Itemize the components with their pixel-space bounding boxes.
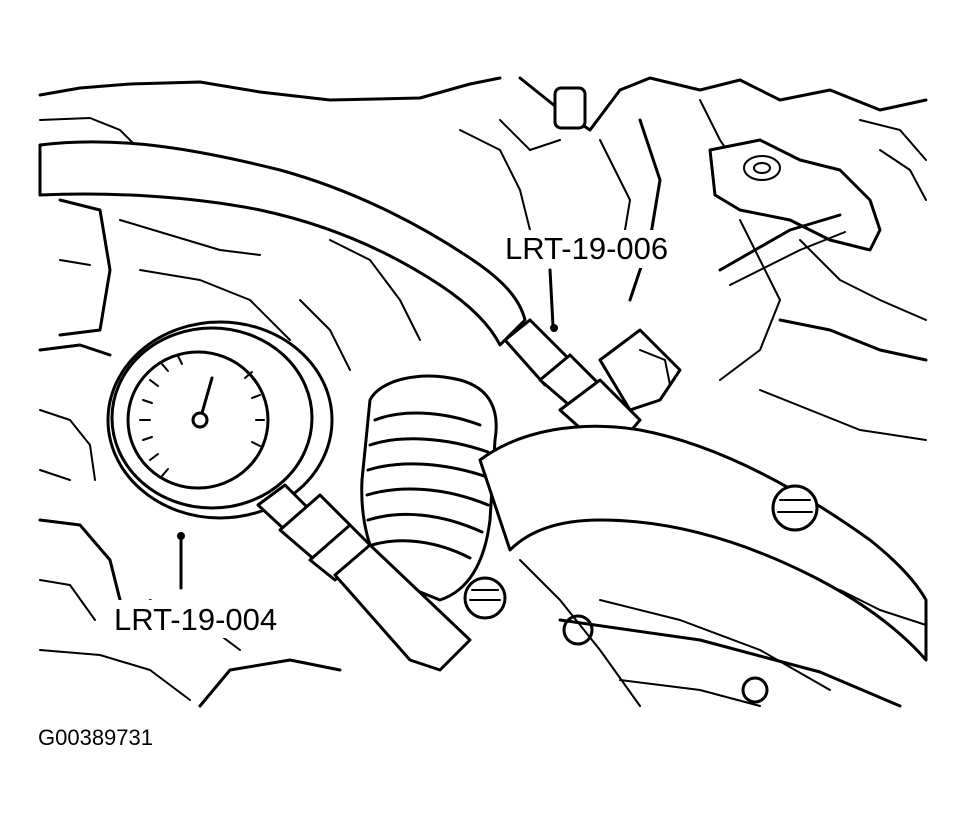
upper-hose: [38, 140, 527, 347]
engine-background-lines: [38, 76, 502, 708]
lower-background-lines: [519, 559, 927, 708]
lower-hose: [478, 424, 928, 662]
bolts: [463, 484, 819, 704]
pressure-gauge: [106, 320, 334, 520]
figure-id: G00389731: [38, 725, 153, 750]
callout-lower-bg: [110, 600, 296, 638]
lower-adaptor-fitting: [256, 483, 472, 672]
callout-lrt-19-006: LRT-19-006: [505, 231, 668, 266]
leader-upper: [548, 268, 555, 328]
callout-lrt-19-004: LRT-19-004: [114, 602, 277, 637]
gauge-pivot: [191, 411, 209, 429]
corrugated-boot: [360, 374, 498, 602]
callout-leaders: [177, 268, 558, 590]
leader-lower-dot: [177, 532, 185, 540]
gauge-ticks: [139, 355, 265, 477]
callout-upper-bg: [500, 230, 692, 268]
leader-upper-dot: [550, 324, 558, 332]
